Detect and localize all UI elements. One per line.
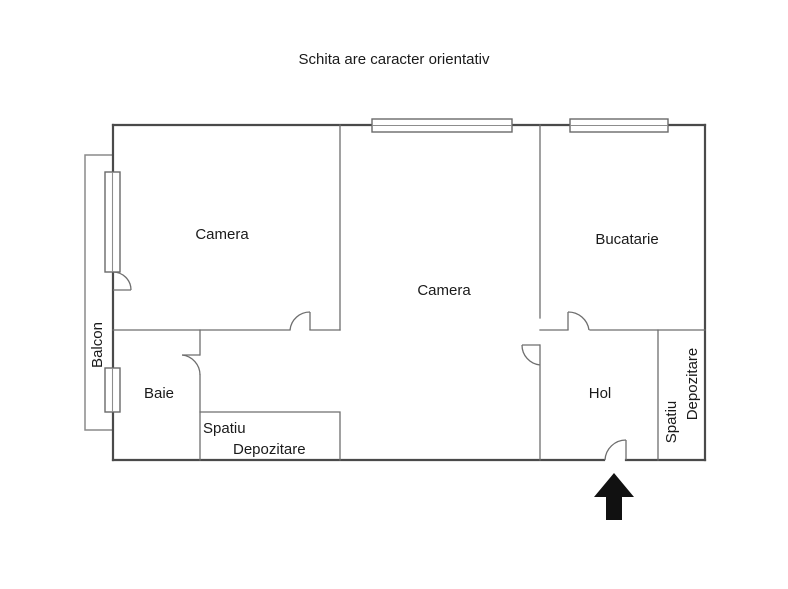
- room-label-balcon: Balcon: [89, 322, 106, 368]
- entrance-arrow: [594, 473, 634, 520]
- room-label-camera-left: Camera: [195, 226, 249, 243]
- door-hol-camera-icon: [521, 344, 541, 366]
- room-label-camera-middle: Camera: [417, 282, 471, 299]
- interior-walls: [112, 124, 706, 461]
- room-label-baie: Baie: [144, 385, 174, 402]
- door-baie-icon: [181, 354, 201, 376]
- exterior-walls: [111, 123, 707, 462]
- room-label-bucatarie: Bucatarie: [595, 231, 658, 248]
- door-camera-left-icon: [289, 311, 311, 331]
- room-label-spatiu-left: Spatiu: [203, 420, 246, 437]
- door-balcony-icon: [112, 271, 132, 291]
- door-entrance-icon: [604, 439, 627, 461]
- window-top-middle-icon: [371, 118, 513, 133]
- window-balcony-lower-icon: [104, 367, 121, 413]
- room-label-spatiu-right: Spatiu: [663, 401, 680, 444]
- room-label-depozitare-right: Depozitare: [684, 348, 701, 421]
- room-label-hol: Hol: [589, 385, 612, 402]
- window-balcony-upper-icon: [104, 171, 121, 273]
- window-top-right-icon: [569, 118, 669, 133]
- room-label-depozitare-left: Depozitare: [233, 441, 306, 458]
- page-title: Schita are caracter orientativ: [299, 51, 490, 68]
- door-bucatarie-icon: [567, 311, 590, 331]
- balcony-outline: [84, 154, 113, 431]
